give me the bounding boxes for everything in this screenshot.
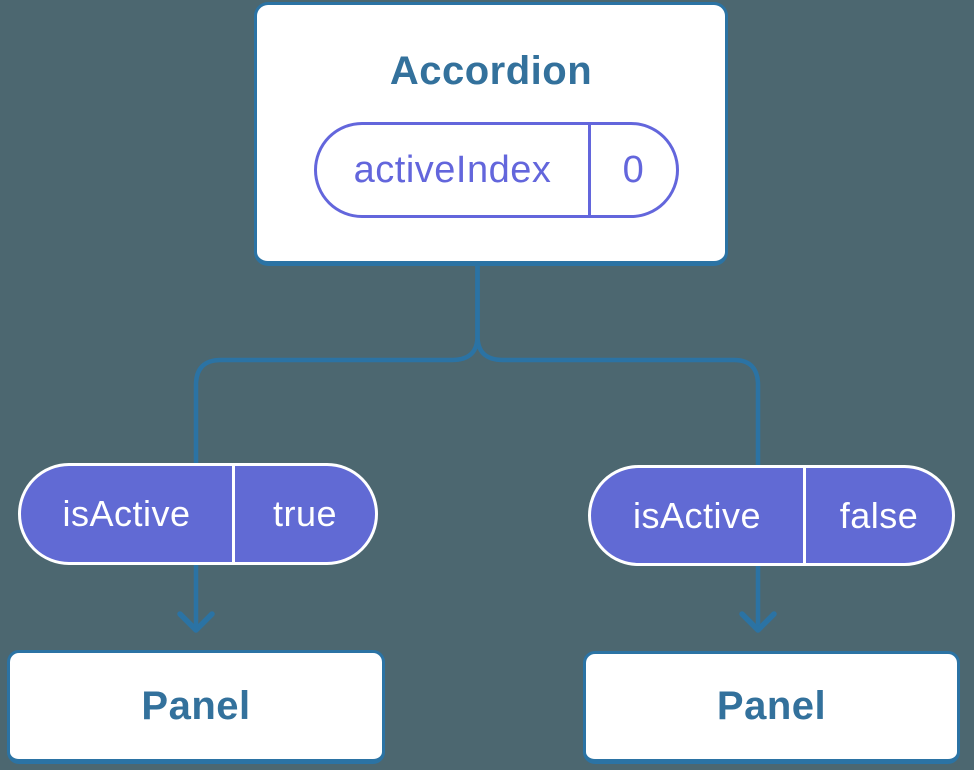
prop-pill-name: isActive [591, 468, 806, 563]
branch-line-right [475, 257, 761, 631]
prop-pill-value: false [839, 494, 919, 536]
prop-pill-name: isActive [21, 466, 235, 562]
prop-pill-is-active-true: isActive true [18, 463, 378, 565]
accordion-node: Accordion activeIndex 0 [254, 2, 728, 266]
state-pill-value: 0 [622, 148, 645, 191]
arrow-down-icon-left [177, 611, 215, 633]
prop-pill-value: true [272, 493, 338, 534]
state-pill-name: activeIndex [317, 125, 591, 215]
panel-node-right: Panel [583, 651, 960, 764]
panel-node-left: Panel [7, 650, 385, 764]
arrow-down-icon-right [739, 611, 777, 633]
branch-line-left [193, 257, 480, 631]
accordion-title: Accordion [389, 49, 593, 93]
prop-pill-is-active-false: isActive false [588, 465, 955, 566]
panel-title: Panel [141, 683, 251, 728]
panel-title: Panel [716, 684, 827, 728]
state-pill: activeIndex 0 [314, 122, 679, 218]
